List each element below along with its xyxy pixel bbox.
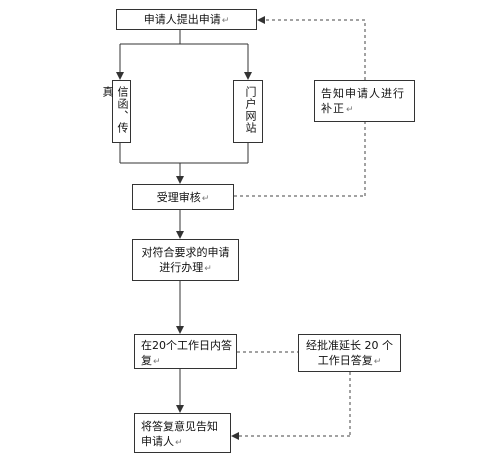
node-mail-fax: 信函、传真 — [101, 80, 131, 143]
node-reply20-label: 在20个工作日内答复 — [141, 339, 232, 367]
arrow-apply-split — [116, 30, 252, 80]
node-web: 门户网站 — [233, 80, 263, 143]
node-review: 受理审核↵ — [132, 184, 234, 210]
node-apply-label: 申请人提出申请 — [143, 13, 221, 26]
node-web-label: 门户网站 — [244, 86, 257, 134]
dashed-extension-path — [231, 351, 351, 440]
node-extend: 经批准延长 20 个工作日答复↵ — [298, 334, 401, 372]
node-notify-correct: 告知申请人进行补正↵ — [314, 80, 415, 122]
paragraph-mark: ↵ — [373, 357, 382, 367]
node-mail-fax-label: 信函、传真 — [101, 86, 129, 134]
node-process-label: 对符合要求的申请进行办理 — [141, 246, 230, 274]
paragraph-mark: ↵ — [204, 264, 212, 274]
node-notify-reply: 将答复意见告知申请人↵ — [134, 413, 231, 453]
node-notify-reply-label: 将答复意见告知申请人 — [141, 420, 218, 448]
node-apply: 申请人提出申请↵ — [116, 9, 257, 30]
arrow-merge-review — [119, 143, 249, 184]
paragraph-mark: ↵ — [221, 16, 230, 26]
paragraph-mark: ↵ — [201, 194, 210, 204]
node-reply20: 在20个工作日内答复↵ — [134, 334, 237, 369]
node-process: 对符合要求的申请进行办理↵ — [132, 239, 239, 281]
paragraph-mark: ↵ — [153, 357, 161, 367]
node-review-label: 受理审核 — [156, 191, 201, 204]
node-extend-label: 经批准延长 20 个工作日答复 — [306, 339, 393, 367]
node-notify-correct-label: 告知申请人进行补正 — [321, 87, 405, 115]
paragraph-mark: ↵ — [175, 438, 183, 448]
dashed-correction-loop — [234, 16, 366, 197]
paragraph-mark: ↵ — [346, 105, 355, 115]
